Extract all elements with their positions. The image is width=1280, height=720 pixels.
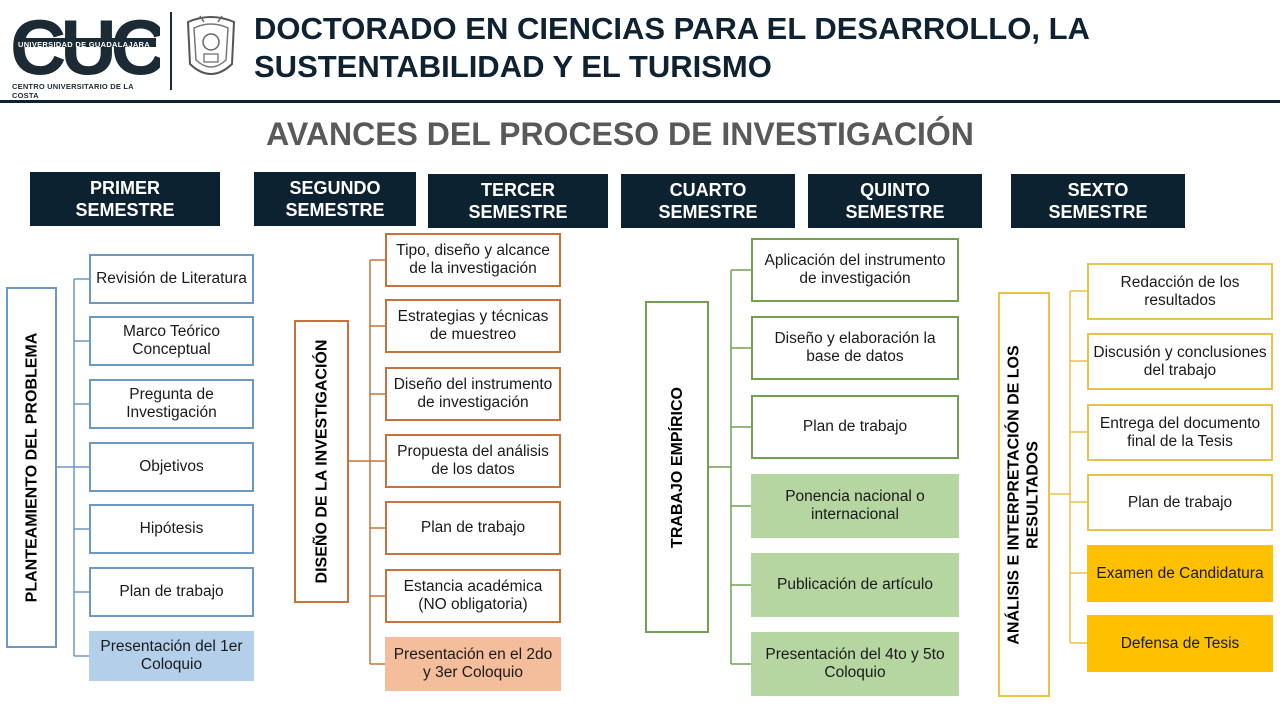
semester-4-line2: SEMESTRE xyxy=(658,202,758,222)
item-objetivos: Objetivos xyxy=(89,442,254,492)
group-label-analisis-text: ANÁLISIS E INTERPRETACIÓN DE LOS RESULTA… xyxy=(1005,345,1043,644)
item-primer-coloquio: Presentación del 1er Coloquio xyxy=(89,631,254,681)
program-title-line1: DOCTORADO EN CIENCIAS PARA EL DESARROLLO… xyxy=(254,11,1090,46)
semester-2-line2: SEMESTRE xyxy=(285,200,385,220)
item-plan-trabajo-3: Plan de trabajo xyxy=(751,395,959,459)
group-label-analisis: ANÁLISIS E INTERPRETACIÓN DE LOS RESULTA… xyxy=(998,292,1050,697)
group-label-diseno-text: DISEÑO DE LA INVESTIGACIÓN xyxy=(313,339,330,584)
semester-1-line2: SEMESTRE xyxy=(75,200,175,220)
semester-6-line2: SEMESTRE xyxy=(1048,202,1148,222)
university-seal-icon xyxy=(186,15,236,75)
semester-3-line1: TERCER xyxy=(480,180,555,200)
group-label-diseno: DISEÑO DE LA INVESTIGACIÓN xyxy=(294,320,349,603)
item-discusion-conclusiones: Discusión y conclusiones del trabajo xyxy=(1087,333,1273,390)
semester-5-line1: QUINTO xyxy=(860,180,930,200)
header-divider xyxy=(0,100,1280,103)
item-cuarto-quinto-coloquio: Presentación del 4to y 5to Coloquio xyxy=(751,632,959,696)
group-label-planteamiento: PLANTEAMIENTO DEL PROBLEMA xyxy=(6,287,57,648)
item-segundo-tercer-coloquio: Presentación en el 2do y 3er Coloquio xyxy=(385,637,561,691)
item-hipotesis: Hipótesis xyxy=(89,504,254,554)
program-title: DOCTORADO EN CIENCIAS PARA EL DESARROLLO… xyxy=(254,10,1254,86)
item-examen-candidatura: Examen de Candidatura xyxy=(1087,545,1273,602)
item-revision-literatura: Revisión de Literatura xyxy=(89,254,254,304)
logo-divider xyxy=(170,12,172,90)
group-label-analisis-line1: ANÁLISIS E INTERPRETACIÓN DE LOS xyxy=(1006,344,1023,645)
cuc-logo: CUC xyxy=(10,8,160,91)
semester-6-line1: SEXTO xyxy=(1067,180,1129,200)
item-propuesta-analisis: Propuesta del análisis de los datos xyxy=(385,434,561,488)
item-ponencia: Ponencia nacional o internacional xyxy=(751,474,959,538)
item-plan-trabajo-2: Plan de trabajo xyxy=(385,501,561,555)
logo-letters: CUC xyxy=(10,8,160,91)
semester-4-line1: CUARTO xyxy=(669,180,747,200)
item-estancia-academica: Estancia académica (NO obligatoria) xyxy=(385,569,561,623)
item-base-datos: Diseño y elaboración la base de datos xyxy=(751,316,959,380)
item-pregunta-investigacion: Pregunta de Investigación xyxy=(89,379,254,429)
item-publicacion-articulo: Publicación de artículo xyxy=(751,553,959,617)
semester-2-line1: SEGUNDO xyxy=(289,178,381,198)
item-marco-teorico: Marco Teórico Conceptual xyxy=(89,316,254,366)
group-label-planteamiento-text: PLANTEAMIENTO DEL PROBLEMA xyxy=(23,332,41,603)
item-entrega-documento: Entrega del documento final de la Tesis xyxy=(1087,404,1273,461)
item-defensa-tesis: Defensa de Tesis xyxy=(1087,615,1273,672)
item-diseno-instrumento: Diseño del instrumento de investigación xyxy=(385,367,561,421)
item-estrategias-muestreo: Estrategias y técnicas de muestreo xyxy=(385,299,561,353)
semester-5-line2: SEMESTRE xyxy=(845,202,945,222)
item-plan-trabajo-4: Plan de trabajo xyxy=(1087,474,1273,531)
logo-center-text: CENTRO UNIVERSITARIO DE LA COSTA xyxy=(12,82,134,100)
item-aplicacion-instrumento: Aplicación del instrumento de investigac… xyxy=(751,238,959,302)
group-label-analisis-line2: RESULTADOS xyxy=(1025,440,1042,549)
group-label-trabajo-empirico: TRABAJO EMPÍRICO xyxy=(645,301,709,633)
program-title-line2: SUSTENTABILIDAD Y EL TURISMO xyxy=(254,49,772,84)
item-plan-trabajo-1: Plan de trabajo xyxy=(89,567,254,617)
page-subtitle: AVANCES DEL PROCESO DE INVESTIGACIÓN xyxy=(266,116,974,152)
semester-3-line2: SEMESTRE xyxy=(468,202,568,222)
item-redaccion-resultados: Redacción de los resultados xyxy=(1087,263,1273,320)
item-tipo-diseno-alcance: Tipo, diseño y alcance de la investigaci… xyxy=(385,233,561,287)
logo-university-text: UNIVERSIDAD DE GUADALAJARA xyxy=(18,40,150,49)
semester-1-line1: PRIMER xyxy=(89,178,160,198)
group-label-trabajo-empirico-text: TRABAJO EMPÍRICO xyxy=(668,386,686,548)
